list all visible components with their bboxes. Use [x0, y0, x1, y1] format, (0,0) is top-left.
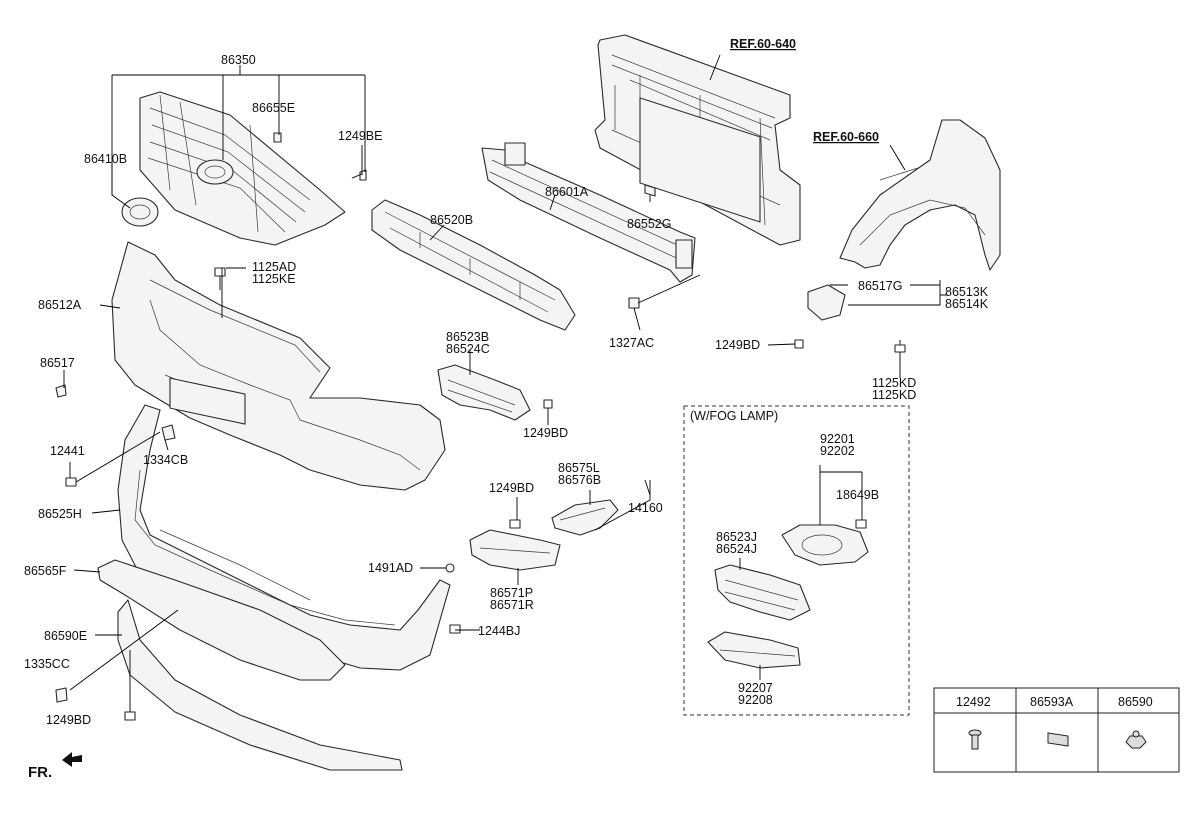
- radiator-support-frame: [594, 34, 801, 246]
- label-92208: 92208: [738, 693, 773, 707]
- label-86524C: 86524C: [446, 342, 490, 356]
- fog-bezel-w-fog: [707, 631, 801, 669]
- label-86512A: 86512A: [38, 298, 82, 312]
- label-86571R: 86571R: [490, 598, 534, 612]
- bolt-1125AD: [214, 267, 226, 290]
- label-86410B: 86410B: [84, 152, 127, 166]
- screw-1249BD-grille: [543, 399, 553, 409]
- label-86565F: 86565F: [24, 564, 67, 578]
- label-86590E: 86590E: [44, 629, 87, 643]
- screw-1249BD-fender: [794, 339, 804, 349]
- label-86576B: 86576B: [558, 473, 601, 487]
- screw-18649B: [855, 519, 867, 529]
- label-86520B: 86520B: [430, 213, 473, 227]
- label-14160: 14160: [628, 501, 663, 515]
- bumper-beam: [481, 142, 696, 283]
- bolt-1125KD: [894, 340, 906, 353]
- label-w-fog-lamp: (W/FOG LAMP): [690, 409, 778, 423]
- nut-1327AC: [628, 297, 640, 309]
- label-1125KD-a: 1125KD: [872, 376, 916, 390]
- label-1249BD-grille: 1249BD: [523, 426, 568, 440]
- screw-icon: [968, 729, 982, 750]
- label-1244BJ: 1244BJ: [478, 624, 520, 638]
- label-86524J: 86524J: [716, 542, 757, 556]
- label-86514K: 86514K: [945, 297, 989, 311]
- bolt-1244BJ: [449, 624, 461, 634]
- fog-lamp: [781, 524, 869, 566]
- energy-absorber: [371, 199, 576, 331]
- label-1249BD-fender: 1249BD: [715, 338, 760, 352]
- clip-1335CC: [55, 687, 68, 703]
- legend-table: 12492 86593A 86590: [933, 687, 1180, 773]
- legend-header-3: 86590: [1118, 695, 1153, 709]
- label-1491AD: 1491AD: [368, 561, 413, 575]
- bracket-86552G: [644, 184, 656, 197]
- clip-86517: [55, 384, 67, 398]
- label-86517: 86517: [40, 356, 75, 370]
- fog-grille-upper: [437, 364, 531, 421]
- front-arrow-icon: [62, 752, 82, 767]
- clip-86655E: [273, 132, 282, 143]
- label-1125KD-b: 1125KD: [872, 388, 916, 402]
- label-86575L: 86575L: [558, 461, 600, 475]
- label-12441: 12441: [50, 444, 85, 458]
- screw-1249BD-lower: [124, 711, 136, 721]
- leader-lines: [63, 54, 948, 712]
- label-ref-60-660[interactable]: REF.60-660: [813, 130, 879, 144]
- label-92207: 92207: [738, 681, 773, 695]
- fog-lamp-option-box: [683, 405, 910, 716]
- screw-1249BE: [351, 169, 367, 181]
- label-1249BE: 1249BE: [338, 129, 382, 143]
- label-86525H: 86525H: [38, 507, 82, 521]
- label-1249BD-lower: 1249BD: [46, 713, 91, 727]
- label-86571P: 86571P: [490, 586, 533, 600]
- label-86350: 86350: [221, 53, 256, 67]
- label-86513K: 86513K: [945, 285, 989, 299]
- legend-header-2: 86593A: [1030, 695, 1074, 709]
- label-18649B: 18649B: [836, 488, 879, 502]
- fender-bracket: [807, 284, 846, 321]
- front-lip: [117, 599, 403, 771]
- front-fender: [839, 119, 1001, 271]
- fog-grille-w-fog: [714, 564, 811, 621]
- radiator-grille: [139, 91, 346, 246]
- label-86523J: 86523J: [716, 530, 757, 544]
- label-86655E: 86655E: [252, 101, 295, 115]
- label-front: FR.: [28, 764, 52, 781]
- label-1125AD: 1125AD: [252, 260, 296, 274]
- pad-icon: [1047, 732, 1069, 747]
- fog-bezel: [469, 519, 561, 571]
- emblem: [121, 197, 159, 227]
- label-1125KE: 1125KE: [252, 272, 296, 286]
- label-ref-60-640[interactable]: REF.60-640: [730, 37, 796, 51]
- label-92201: 92201: [820, 432, 855, 446]
- label-86523B: 86523B: [446, 330, 489, 344]
- label-86552G: 86552G: [627, 217, 671, 231]
- lower-strip: [97, 559, 346, 681]
- label-1249BD-bezel: 1249BD: [489, 481, 534, 495]
- label-92202: 92202: [820, 444, 855, 458]
- label-1327AC: 1327AC: [609, 336, 654, 350]
- fog-bracket: [551, 499, 619, 536]
- clip-1334CB: [161, 424, 176, 441]
- bolt-12441: [65, 477, 77, 487]
- label-1335CC: 1335CC: [24, 657, 70, 671]
- label-86601A: 86601A: [545, 185, 589, 199]
- clip-icon: [1125, 730, 1147, 749]
- fastener-1491AD: [445, 563, 455, 573]
- legend-header-1: 12492: [956, 695, 991, 709]
- label-86517G: 86517G: [858, 279, 902, 293]
- label-1334CB: 1334CB: [143, 453, 188, 467]
- front-bumper-cover: [111, 241, 446, 491]
